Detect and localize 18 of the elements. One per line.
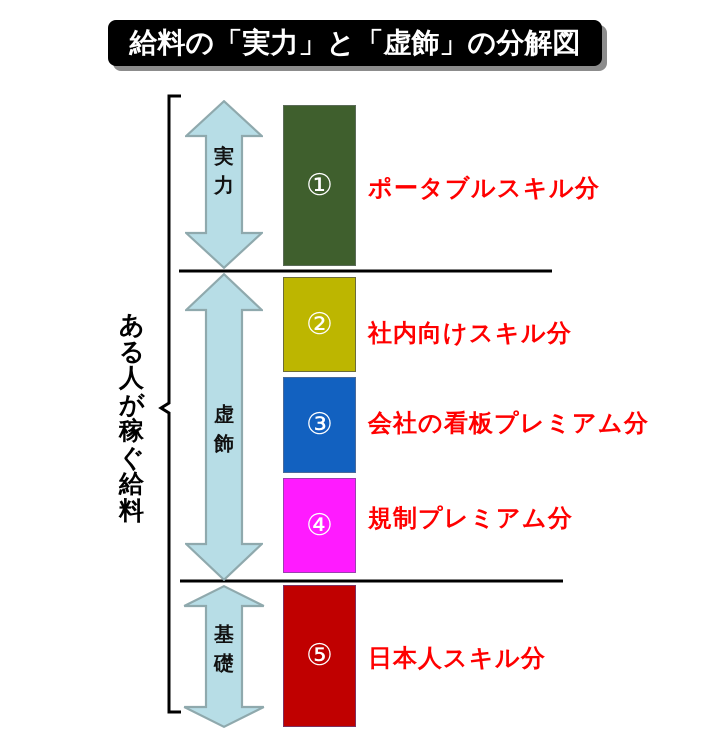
circled-number: ②	[306, 310, 333, 340]
double-arrow-shape	[183, 585, 265, 728]
segment-label: 社内向けスキル分	[368, 318, 572, 348]
arrow-label: 基礎	[214, 621, 234, 677]
brace-label: ある人が稼ぐ給料	[119, 312, 144, 524]
segment-label: ポータブルスキル分	[368, 173, 600, 203]
double-arrow-shape	[185, 273, 263, 581]
circled-number: ③	[306, 410, 333, 440]
title-text: 給料の「実力」と「虚飾」の分解図	[130, 29, 580, 57]
segment-label: 日本人スキル分	[368, 643, 546, 673]
segment-label: 会社の看板プレミアム分	[368, 408, 649, 438]
segment-label: 規制プレミアム分	[368, 503, 573, 533]
circled-number: ⑤	[306, 641, 333, 671]
circled-number: ①	[306, 170, 333, 200]
double-arrow-shape	[185, 100, 263, 269]
circled-number: ④	[306, 510, 333, 540]
arrow-label: 虚飾	[214, 401, 234, 457]
arrow-label: 実力	[214, 143, 234, 199]
